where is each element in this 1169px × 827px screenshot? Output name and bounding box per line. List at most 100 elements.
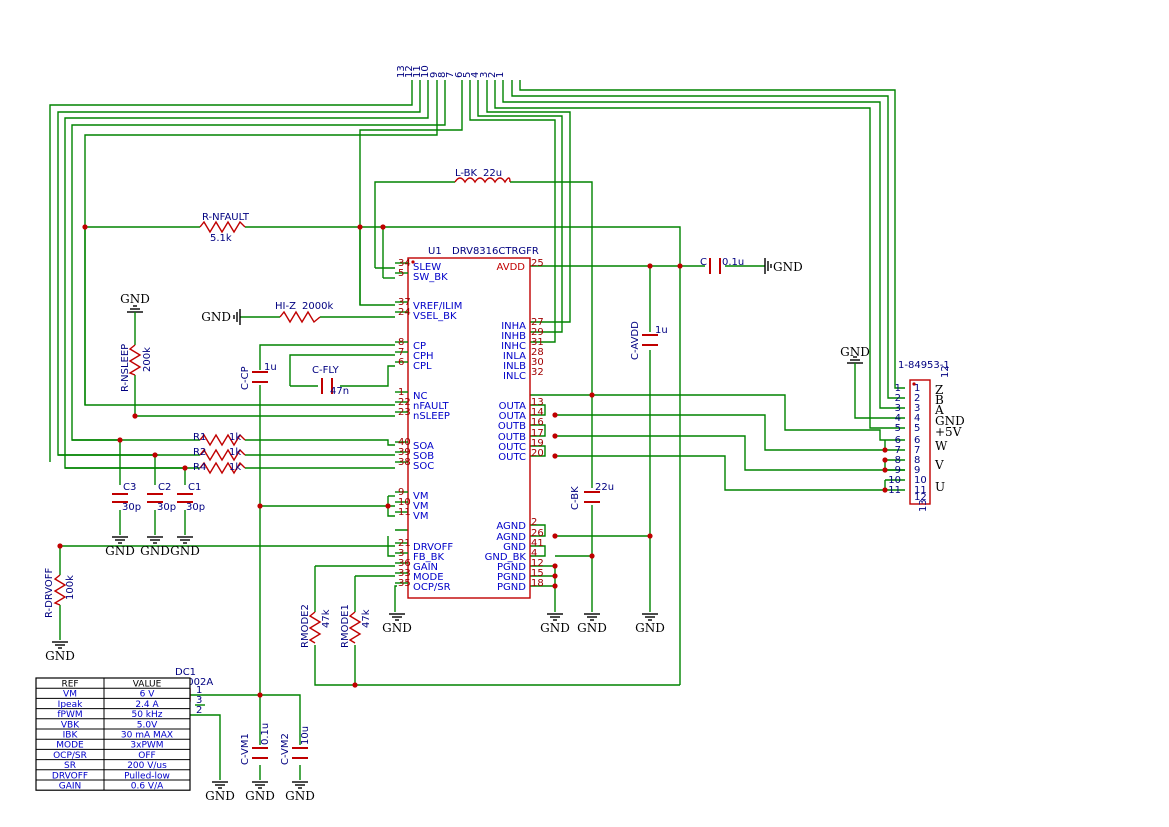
resistor-rmode1: RMODE1 47k [340, 604, 372, 648]
junction-dot [677, 263, 683, 269]
connector-pin-number: 3 [895, 403, 901, 414]
ic-pin-number: 1 [398, 387, 404, 398]
svg-text:C-VM2: C-VM2 [280, 733, 291, 765]
ic-pin-number: 40 [398, 437, 411, 448]
header-pin-number: 9 [429, 72, 440, 78]
ic-value: DRV8316CTRGFR [452, 246, 539, 257]
ic-pin-number: 19 [531, 438, 544, 449]
table-cell-ref: GAIN [59, 782, 82, 792]
ic-pin-number: 33 [398, 568, 411, 579]
resistor-r1: R1 1k [193, 432, 246, 447]
header-pin-number: 5 [462, 72, 473, 78]
svg-text:2: 2 [196, 705, 202, 716]
gnd-label: GND [201, 310, 231, 324]
header-pin-number: 12 [404, 65, 415, 78]
connector-signal-label: B [935, 393, 944, 407]
capacitor-c-avdd: C-AVDD 1u [630, 321, 668, 360]
ic-pin-name: MODE [413, 572, 444, 583]
ic-pin-number: 24 [398, 307, 411, 318]
table-header-value: VALUE [133, 680, 162, 690]
svg-text:C3: C3 [123, 482, 136, 493]
svg-text:22u: 22u [595, 482, 614, 493]
svg-text:1k: 1k [229, 432, 241, 443]
svg-text:C2: C2 [158, 482, 171, 493]
svg-text:R1: R1 [193, 432, 206, 443]
ic-pin-number: 26 [531, 528, 544, 539]
ic-pin-number: 23 [398, 407, 411, 418]
wire-layer [49, 80, 905, 780]
resistor-rmode2: RMODE2 47k [300, 604, 332, 648]
ic-pin-name: AGND [496, 532, 526, 543]
connector-pin-number-inner: 9 [914, 465, 920, 476]
ic-pin-number: 13 [531, 397, 544, 408]
ic-pin-name: DRVOFF [413, 542, 453, 553]
junction-dot [257, 692, 263, 698]
connector-pin-number: 7 [895, 445, 901, 456]
ic-pin-name: OUTB [498, 432, 526, 443]
ic-pin-number: 14 [531, 407, 544, 418]
svg-text:30p: 30p [122, 502, 141, 513]
svg-text:DC1: DC1 [175, 667, 196, 678]
ic-pin-number: 10 [398, 497, 411, 508]
table-cell-value: OFF [138, 751, 155, 761]
table-cell-value: 3xPWM [130, 741, 163, 751]
junction-dot [182, 465, 188, 471]
connector-1-84953-1: 1-84953-1 12 13 [898, 360, 951, 512]
header-pin-number: 8 [437, 72, 448, 78]
ic-pin-name: NC [413, 391, 427, 402]
svg-text:1: 1 [196, 685, 202, 696]
ic-pin-number: 8 [398, 337, 404, 348]
ic-pin-name: OUTA [499, 401, 527, 412]
connector-bottom-num: 13 [918, 499, 929, 512]
ic-pin-name: INHA [501, 321, 526, 332]
junction-dot [589, 392, 595, 398]
capacitor-c-vm1: C-VM1 0.1u [240, 723, 271, 765]
svg-text:100k: 100k [65, 575, 76, 600]
header-pin-number: 6 [454, 72, 465, 78]
svg-text:1k: 1k [229, 447, 241, 458]
gnd-label: GND [205, 789, 235, 803]
ic-pin-name: INLB [503, 361, 526, 372]
ic-pin-name: SW_BK [413, 272, 448, 283]
capacitor-c-vm2: C-VM2 10u [280, 726, 311, 765]
svg-text:C-VM1: C-VM1 [240, 733, 251, 765]
ic-pin-number: 5 [398, 268, 404, 279]
svg-text:0.1u: 0.1u [722, 257, 744, 268]
header-pin-number: 10 [420, 65, 431, 78]
ic-pin-name: INHC [501, 341, 526, 352]
connector-pin-number-inner: 4 [914, 413, 920, 424]
connector-top-num: 12 [940, 365, 951, 378]
connector-pin-number-inner: 12 [914, 492, 927, 503]
table-cell-value: 0.6 V/A [131, 782, 164, 792]
resistor-hi-z: HI-Z 2000k [275, 301, 333, 324]
ic-pin-name: OUTC [498, 452, 526, 463]
svg-text:RMODE2: RMODE2 [300, 604, 311, 648]
svg-text:R4: R4 [193, 462, 206, 473]
connector-pin-number-inner: 2 [914, 393, 920, 404]
junction-dot [882, 467, 888, 473]
connector-signal-label: GND [935, 414, 965, 428]
ic-pin-number: 12 [531, 558, 544, 569]
ic-pin-number: 15 [531, 568, 544, 579]
table-cell-value: 200 V/us [127, 761, 167, 771]
junction-dot [257, 503, 263, 509]
header-pin-number: 1 [495, 72, 506, 78]
capacitor-c-cp: C-CP 1u [240, 362, 277, 390]
ic-pin-number: 6 [398, 357, 404, 368]
ic-pin-number: 4 [531, 548, 537, 559]
junction-dot [57, 543, 63, 549]
svg-text:HI-Z: HI-Z [275, 301, 296, 312]
table-cell-ref: VBK [61, 720, 80, 730]
junction-dot [82, 224, 88, 230]
ic-pin-number: 32 [531, 367, 544, 378]
ic-pin-name: FB_BK [413, 552, 444, 563]
junction-dot [552, 583, 558, 589]
ic-pin-name: GAIN [413, 562, 438, 573]
ic-pin-number: 18 [531, 578, 544, 589]
ic-pin-name: CPH [413, 351, 434, 362]
svg-text:47k: 47k [321, 609, 332, 628]
connector-pin-number-inner: 10 [914, 475, 927, 486]
junction-dot [647, 263, 653, 269]
